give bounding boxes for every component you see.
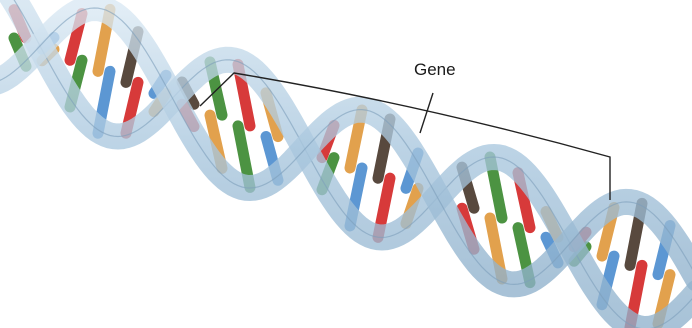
base-pairs xyxy=(14,9,670,327)
gene-bracket-pointer xyxy=(420,93,433,133)
gene-label: Gene xyxy=(414,60,456,80)
